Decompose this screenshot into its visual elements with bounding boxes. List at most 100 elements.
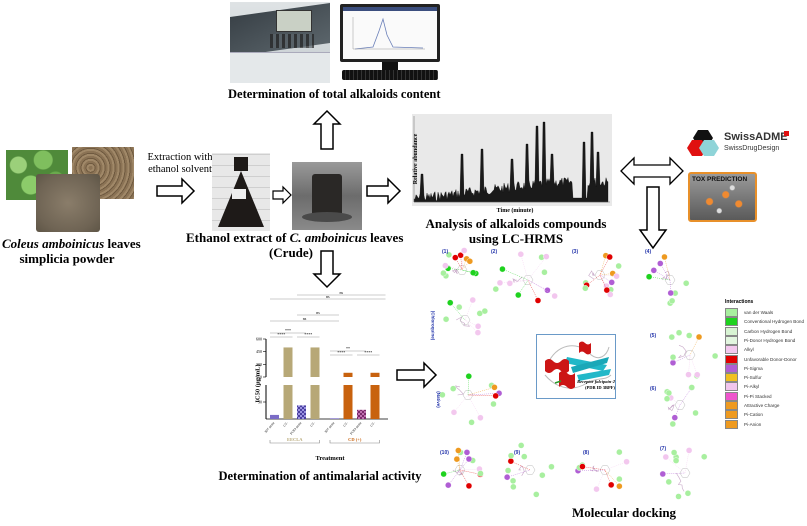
residue-node	[607, 291, 614, 298]
residue-node	[684, 490, 692, 497]
legend-swatch	[725, 326, 738, 336]
lchrms-ylabel: Relative abundance	[413, 133, 419, 185]
computer-monitor-image	[340, 4, 440, 82]
arrow-right-icon	[366, 177, 402, 205]
legend-swatch	[725, 419, 738, 429]
legend-label: Pi-Pi Stacked	[744, 393, 772, 399]
legend-label: Unfavorable Donor-Donor	[744, 356, 797, 362]
legend-label: Carbon Hydrogen Bond	[744, 328, 793, 334]
extract-species: C. amboinicus	[289, 230, 367, 245]
residue-node	[521, 453, 528, 460]
interaction-line	[599, 256, 610, 276]
legend-swatch	[725, 401, 738, 410]
residue-node	[650, 267, 658, 274]
ligand-skeleton	[588, 270, 596, 280]
legend-item: Pi-Sigma	[725, 363, 763, 374]
residue-node	[667, 289, 674, 297]
legend-item: Pi-Pi Stacked	[725, 391, 772, 402]
ligand-skeleton	[455, 385, 464, 396]
y-tick-label: 50	[258, 400, 262, 405]
significance-label: ****	[337, 350, 345, 355]
residue-node	[465, 482, 473, 490]
residue-node	[685, 447, 693, 454]
bar	[370, 385, 380, 419]
legend-item: Pi-Alkyl	[725, 382, 759, 392]
molecule-label: (5)	[650, 333, 657, 339]
extract-caption-prefix: Ethanol extract of	[186, 230, 290, 245]
legend-swatch	[725, 373, 738, 383]
double-arrow-icon	[620, 156, 684, 186]
residue-node	[579, 463, 586, 470]
receptor-label-line1: Receptor falcipain-2	[577, 379, 615, 384]
arrow-down-icon	[312, 250, 342, 289]
legend-swatch	[725, 308, 738, 317]
spectrophotometer-image	[230, 2, 330, 83]
group-bracket	[269, 440, 320, 444]
group-bracket	[329, 440, 380, 444]
residue-node	[461, 247, 468, 254]
residue-node	[474, 323, 482, 330]
residue-node	[657, 260, 664, 267]
legend-label: Attractive Charge	[744, 403, 780, 408]
residue-node	[548, 463, 555, 470]
residue-node	[492, 285, 499, 293]
bar	[310, 347, 320, 377]
ligand-ring	[684, 350, 696, 360]
raw-material-caption-rest: leaves	[104, 236, 141, 251]
residue-node	[671, 414, 679, 421]
docking-panel: (1) (2) (3) (4) (5) (6) (7) (8) (9) (10)…	[430, 245, 807, 520]
bar	[283, 347, 293, 377]
residue-node	[668, 297, 676, 305]
residue-node	[672, 457, 680, 464]
interaction-line	[520, 254, 529, 281]
legend-label: Pi-Alkyl	[744, 384, 760, 390]
residue-node	[582, 285, 589, 292]
molecule-label: (2)	[491, 249, 498, 255]
interaction-line	[461, 250, 465, 271]
significance-label: ns	[316, 310, 320, 315]
interaction-line	[599, 274, 611, 295]
ligand-skeleton	[589, 465, 600, 472]
x-tick-label: FCR3 strain	[289, 421, 302, 436]
bar	[310, 385, 320, 419]
interaction-line	[527, 279, 539, 301]
interaction-line	[502, 268, 529, 281]
interaction-line	[649, 276, 671, 281]
docking-interaction-maps	[439, 247, 719, 500]
arrow-right-icon	[396, 361, 438, 389]
residue-node	[450, 385, 457, 392]
tox-prediction-title: TOX PREDICTION	[692, 176, 748, 183]
legend-item: Unfavorable Donor-Donor	[725, 354, 797, 365]
residue-node	[477, 470, 484, 477]
rotary-evaporator-photo	[292, 162, 362, 230]
significance-label: ****	[364, 350, 372, 355]
residue-node	[593, 485, 600, 493]
residue-node	[517, 442, 525, 449]
interaction-line	[459, 469, 481, 475]
residue-node	[510, 483, 517, 491]
residue-node	[665, 478, 672, 486]
ligand-ring	[679, 468, 691, 478]
species-name: Coleus amboinicus	[2, 236, 105, 251]
residue-node	[645, 273, 653, 280]
bar	[343, 372, 353, 377]
y-tick-label: 150	[256, 375, 262, 380]
arrow-right-small-icon	[272, 185, 292, 205]
ligand-skeleton	[661, 270, 671, 281]
bar	[270, 414, 279, 419]
significance-label: ns	[303, 316, 307, 321]
molecule-label: (7)	[660, 446, 667, 452]
residue-node	[474, 329, 482, 336]
legend-swatch	[725, 354, 738, 364]
ligand-ring	[459, 315, 471, 325]
residue-node	[507, 457, 515, 465]
extract-caption: Ethanol extract of C. amboinicus leaves …	[186, 230, 403, 260]
residue-node	[685, 371, 692, 378]
residue-node	[496, 279, 504, 287]
residue-node	[445, 251, 453, 259]
residue-node	[659, 470, 666, 478]
residue-node	[534, 297, 542, 304]
molecule-label: (8)	[583, 450, 590, 456]
x-tick-label: 3D7 strain	[264, 421, 276, 434]
residue-node	[661, 253, 668, 261]
